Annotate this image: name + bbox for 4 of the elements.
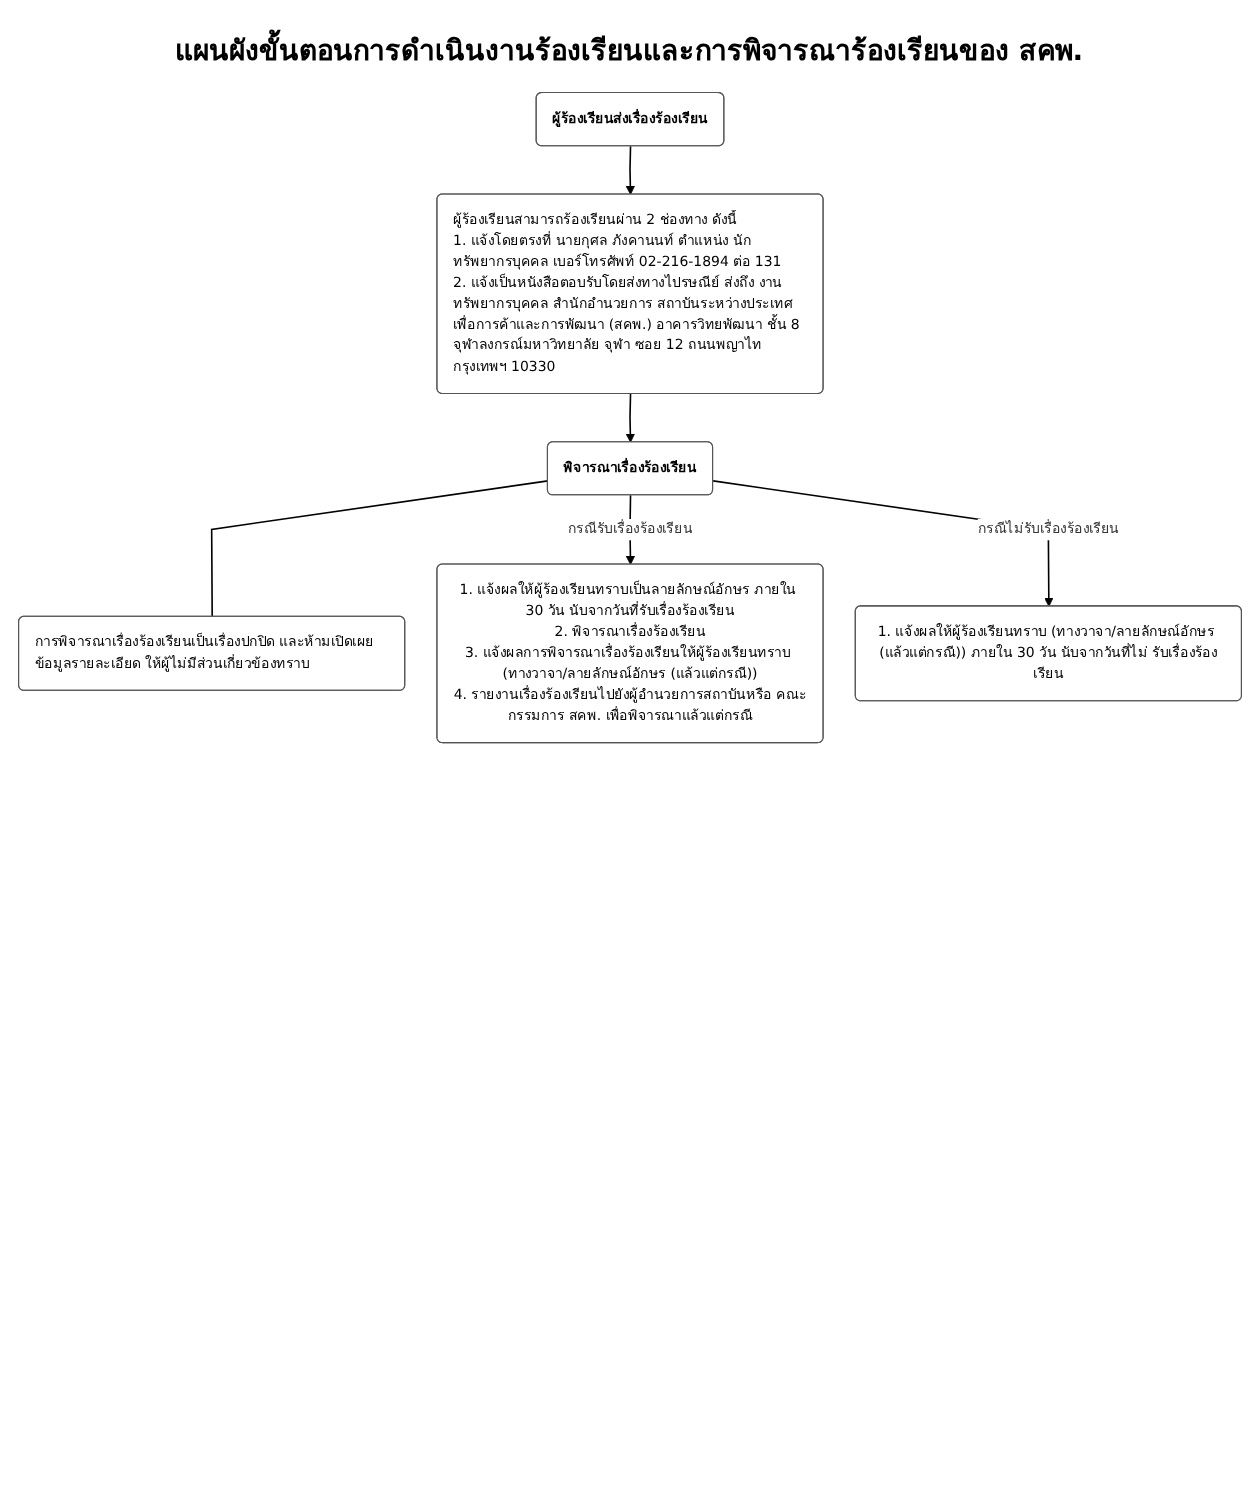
arrow [624,393,635,443]
diagram-title: แผนผังขั้นตอนการดำเนินงานร้องเรียนและการพิจารณาร้องเรียนของ สคพ. [16,28,1242,72]
connector [209,480,548,618]
arrow [624,145,635,195]
